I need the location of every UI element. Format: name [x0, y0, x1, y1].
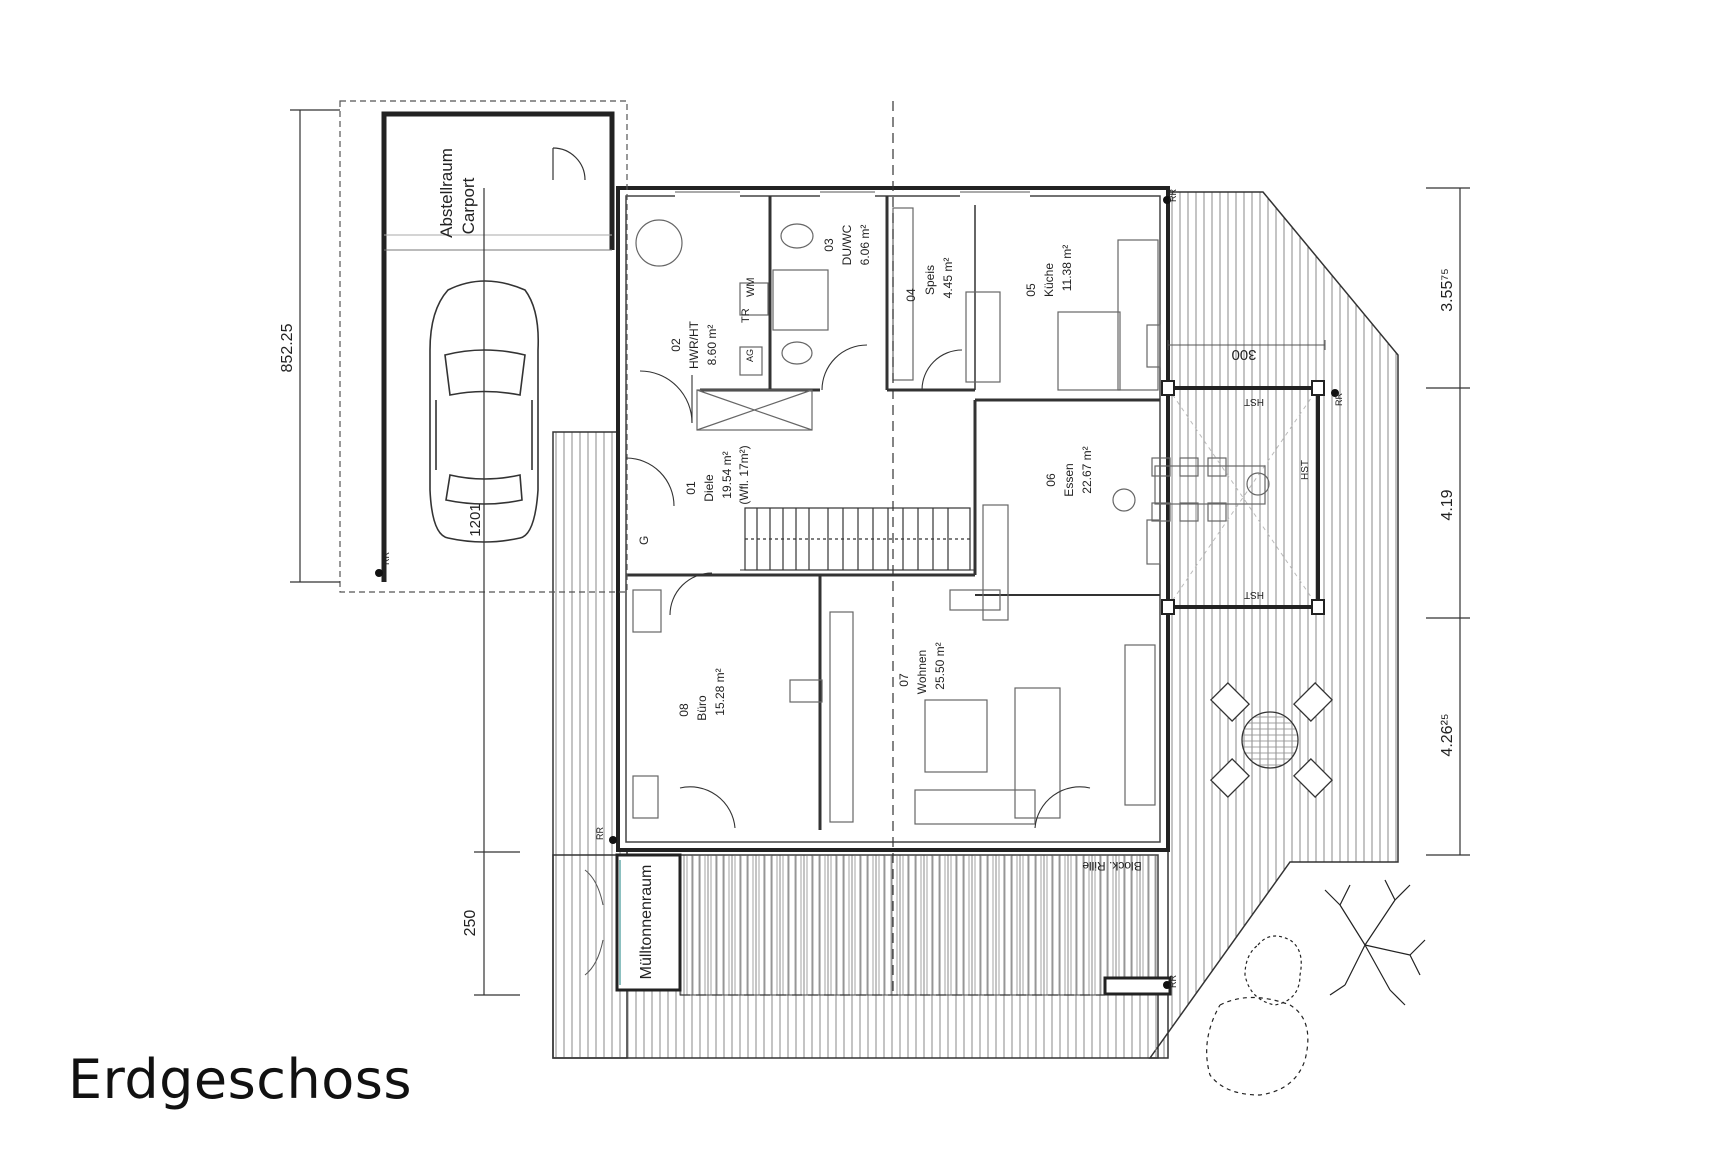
dimension-left-bottom: 250	[462, 910, 479, 937]
bin-room	[584, 853, 682, 992]
furniture	[632, 207, 1270, 825]
hst-label-right: HST	[1300, 460, 1311, 480]
drain-label: Block. Rille	[1082, 859, 1142, 873]
terrace-right	[1148, 191, 1399, 1059]
wm-label: WM	[745, 277, 757, 297]
dimension-left-total: 852.25	[279, 323, 296, 372]
svg-text:RR: RR	[1334, 393, 1344, 406]
car-icon	[429, 280, 540, 543]
room-07-name: Wohnen	[915, 650, 929, 694]
doors	[625, 344, 1091, 829]
rr-label-carport: RR	[381, 552, 391, 565]
room-07-area: 25.50 m²	[933, 642, 947, 689]
room-03-name: DU/WC	[840, 224, 854, 265]
room-04-name: Speis	[923, 265, 937, 295]
dimension-lines-left	[290, 109, 520, 996]
tree-icon	[1206, 879, 1426, 1096]
carport-label: Carport	[459, 177, 478, 234]
room-05-name: Küche	[1042, 263, 1056, 297]
svg-text:RR: RR	[1168, 975, 1178, 988]
hst-label-bottom: HST	[1244, 589, 1264, 600]
room-04-number: 04	[904, 288, 918, 302]
room-08-name: Büro	[695, 695, 709, 721]
bin-room-label: Mülltonnenraum	[638, 865, 655, 980]
room-01-number: 01	[684, 481, 698, 495]
room-06-name: Essen	[1062, 463, 1076, 496]
ag-label: AG	[745, 349, 755, 362]
plan-title: Erdgeschoss	[68, 1048, 413, 1111]
drain-grate	[1103, 976, 1172, 996]
staircase	[744, 507, 971, 571]
patio-table-icon	[1209, 681, 1334, 799]
svg-text:RR: RR	[595, 827, 605, 840]
storage-label: Abstellraum	[437, 148, 456, 238]
room-01-note: (Wfl. 17m²)	[737, 445, 751, 504]
room-01-name: Diele	[702, 474, 716, 502]
room-05-number: 05	[1024, 283, 1038, 297]
g-label: G	[637, 536, 651, 545]
svg-text:RR: RR	[1168, 189, 1178, 202]
room-05-area: 11.38 m²	[1060, 245, 1074, 291]
dimension-right-mid: 4.19	[1439, 489, 1456, 520]
room-03-number: 03	[822, 238, 836, 252]
winter-garden-dimension: 300	[1231, 346, 1256, 363]
room-04-area: 4.45 m²	[941, 258, 955, 299]
room-08-area: 15.28 m²	[713, 668, 727, 715]
room-labels: 02 HWR/HT 8.60 m² 03 DU/WC 6.06 m² 04 Sp…	[669, 224, 1094, 720]
room-02-number: 02	[669, 338, 683, 352]
dimension-right-bottom: 4.26²⁵	[1439, 713, 1456, 756]
winter-garden	[1161, 340, 1326, 615]
room-03-area: 6.06 m²	[858, 225, 872, 266]
axis-lines	[680, 101, 1105, 996]
room-01-area: 19.54 m²	[720, 451, 734, 498]
rr-markers: RR RR RR RR	[595, 189, 1344, 989]
room-02-name: HWR/HT	[687, 320, 701, 369]
room-07-number: 07	[897, 673, 911, 687]
carport-inner-dimension: 1201	[467, 503, 484, 536]
dimension-lines-right	[1426, 187, 1470, 856]
tr-label: TR	[740, 308, 752, 323]
rr-marker-carport	[375, 569, 383, 577]
dimension-right-top: 3.55⁷⁵	[1439, 268, 1456, 312]
room-08-number: 08	[677, 703, 691, 717]
room-02-area: 8.60 m²	[705, 325, 719, 366]
room-06-number: 06	[1044, 473, 1058, 487]
room-06-area: 22.67 m²	[1080, 446, 1094, 493]
hst-label-top: HST	[1244, 396, 1264, 407]
